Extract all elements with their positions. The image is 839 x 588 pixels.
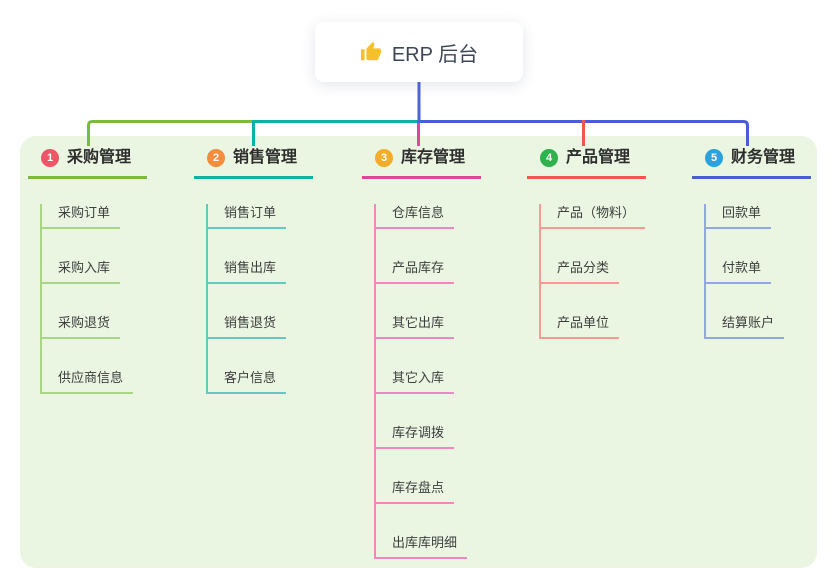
child-node[interactable]: 销售退货 [208, 314, 287, 339]
branch-5: 5 财务管理回款单付款单结算账户 [692, 147, 811, 339]
child-node[interactable]: 销售订单 [208, 204, 287, 229]
child-node[interactable]: 仓库信息 [376, 204, 455, 229]
child-node[interactable]: 产品库存 [376, 259, 455, 284]
branch-index-badge: 3 [375, 149, 393, 167]
child-node[interactable]: 库存盘点 [376, 479, 455, 504]
branch-index-badge: 5 [705, 149, 723, 167]
child-node[interactable]: 产品单位 [541, 314, 620, 339]
branch-2: 2 销售管理销售订单销售出库销售退货客户信息 [194, 147, 313, 394]
branch-label: 库存管理 [401, 149, 466, 166]
child-node[interactable]: 库存调拨 [376, 424, 455, 449]
branch-index-badge: 4 [540, 149, 558, 167]
branch-index-badge: 1 [41, 149, 59, 167]
branch-1-children: 采购订单采购入库采购退货供应商信息 [40, 204, 147, 394]
branches-panel [20, 136, 817, 568]
child-node[interactable]: 结算账户 [706, 314, 785, 339]
branch-label: 销售管理 [233, 149, 298, 166]
branch-label: 采购管理 [67, 149, 132, 166]
child-node[interactable]: 出库库明细 [376, 534, 468, 559]
branch-5-header[interactable]: 5 财务管理 [692, 147, 811, 179]
branch-1-header[interactable]: 1 采购管理 [28, 147, 147, 179]
child-node[interactable]: 采购退货 [42, 314, 121, 339]
child-node[interactable]: 采购入库 [42, 259, 121, 284]
child-node[interactable]: 供应商信息 [42, 369, 134, 394]
branch-3-children: 仓库信息产品库存其它出库其它入库库存调拨库存盘点出库库明细 [374, 204, 481, 559]
root-node-label: ERP 后台 [391, 43, 479, 66]
branch-2-header[interactable]: 2 销售管理 [194, 147, 313, 179]
branch-4-header[interactable]: 4 产品管理 [527, 147, 646, 179]
branch-5-children: 回款单付款单结算账户 [704, 204, 811, 339]
branch-index-badge: 2 [207, 149, 225, 167]
child-node[interactable]: 产品分类 [541, 259, 620, 284]
branch-3-header[interactable]: 3 库存管理 [362, 147, 481, 179]
branch-3: 3 库存管理仓库信息产品库存其它出库其它入库库存调拨库存盘点出库库明细 [362, 147, 481, 559]
branch-4-children: 产品（物料） 产品分类产品单位 [539, 204, 646, 339]
child-node[interactable]: 回款单 [706, 204, 772, 229]
thumbs-up-icon [360, 41, 382, 63]
child-node[interactable]: 采购订单 [42, 204, 121, 229]
child-node[interactable]: 销售出库 [208, 259, 287, 284]
root-node[interactable]: ERP 后台 [315, 22, 523, 82]
child-node[interactable]: 其它入库 [376, 369, 455, 394]
child-node[interactable]: 付款单 [706, 259, 772, 284]
branch-1: 1 采购管理采购订单采购入库采购退货供应商信息 [28, 147, 147, 394]
branch-label: 产品管理 [566, 149, 631, 166]
child-node[interactable]: 产品（物料） [541, 204, 646, 229]
branch-4: 4 产品管理产品（物料） 产品分类产品单位 [527, 147, 646, 339]
child-node[interactable]: 其它出库 [376, 314, 455, 339]
child-node[interactable]: 客户信息 [208, 369, 287, 394]
branch-2-children: 销售订单销售出库销售退货客户信息 [206, 204, 313, 394]
branch-label: 财务管理 [731, 149, 796, 166]
